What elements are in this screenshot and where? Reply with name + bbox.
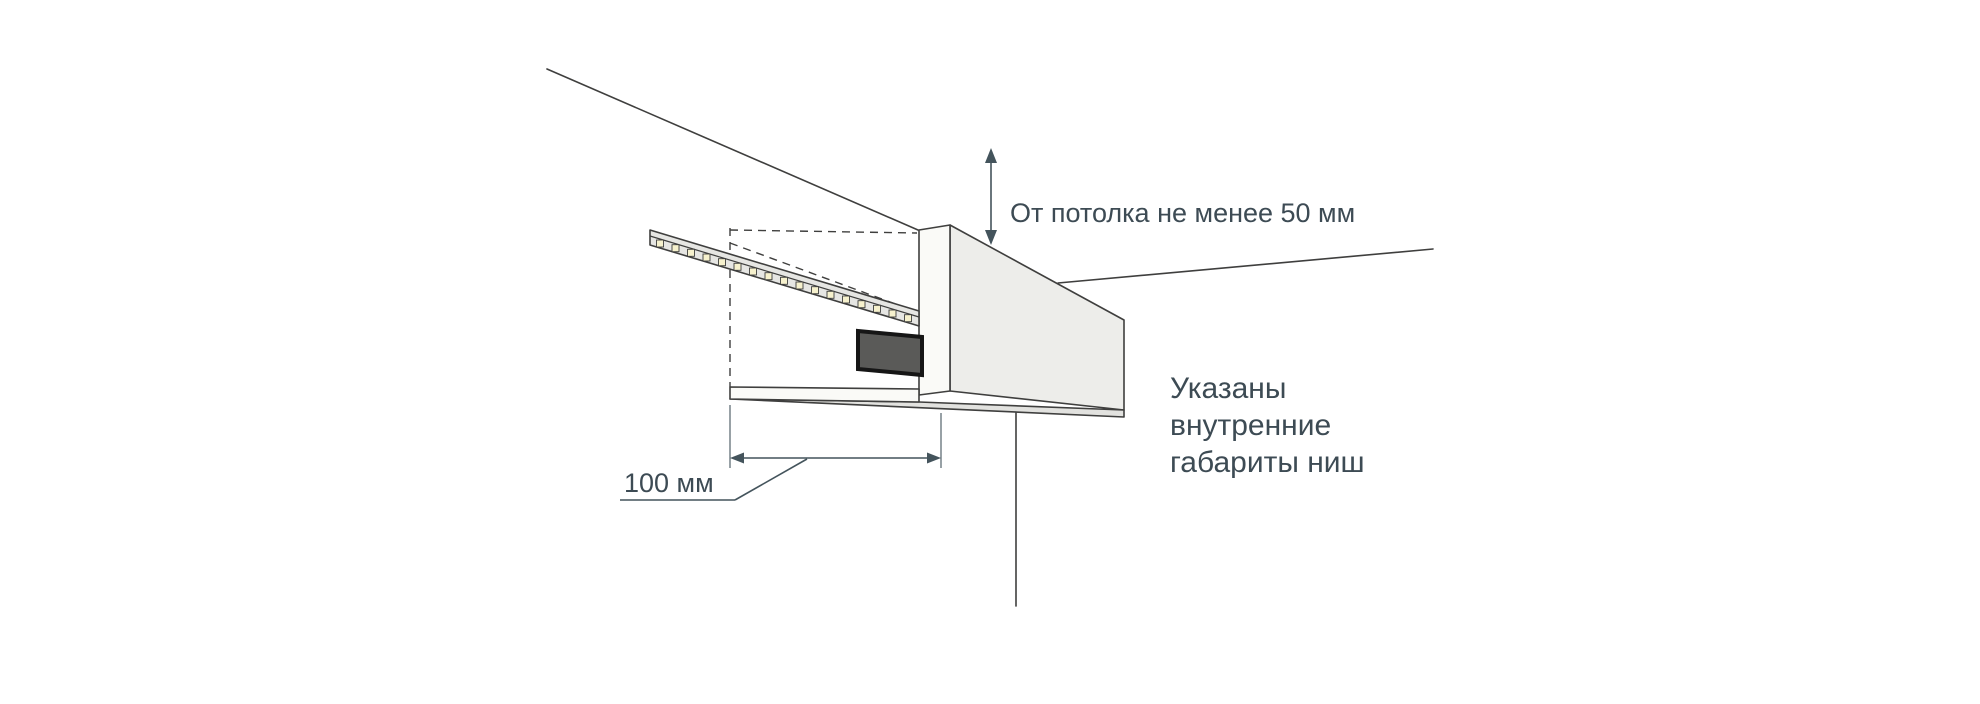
led-chip <box>826 290 835 299</box>
led-chip <box>671 244 680 253</box>
niche-note: Указаны внутренние габариты ниш <box>1170 372 1365 479</box>
led-chip <box>764 272 773 281</box>
led-chip <box>857 300 866 309</box>
led-strip <box>649 229 920 327</box>
arrow-up-icon <box>985 148 997 163</box>
arrow-down-icon <box>985 230 997 245</box>
width-dimension <box>620 405 942 501</box>
niche-note-line-3: габариты ниш <box>1170 446 1365 479</box>
ceiling-line-left <box>546 68 919 231</box>
cove-fascia-outer-face <box>949 224 1125 411</box>
led-chip <box>702 253 711 262</box>
niche-hidden-diagonal-edge <box>729 242 918 313</box>
led-chip <box>687 248 695 257</box>
cove-bottom-shelf <box>729 386 920 403</box>
led-chip <box>780 276 788 285</box>
arrow-right-icon <box>927 452 941 464</box>
led-chip <box>904 314 912 323</box>
led-chip <box>811 286 819 295</box>
led-chip <box>749 267 757 276</box>
led-strip-leds <box>656 239 912 323</box>
led-driver <box>856 328 924 378</box>
led-chip <box>718 258 726 267</box>
width-label: 100 мм <box>624 468 714 498</box>
ceiling-clearance-arrow <box>985 148 997 245</box>
led-chip <box>842 295 850 304</box>
niche-hidden-top-edge <box>729 229 918 234</box>
led-chip <box>888 309 897 318</box>
led-chip <box>873 304 881 313</box>
niche-note-line-1: Указаны <box>1170 372 1286 405</box>
ceiling-clearance-label: От потолка не менее 50 мм <box>1010 198 1355 228</box>
led-chip <box>795 281 804 290</box>
led-chip <box>733 262 742 271</box>
niche-note-line-2: внутренние <box>1170 409 1331 442</box>
ceiling-line-right <box>1057 248 1434 284</box>
led-chip <box>656 239 664 248</box>
width-label-leader <box>734 458 808 501</box>
arrow-left-icon <box>730 452 744 464</box>
